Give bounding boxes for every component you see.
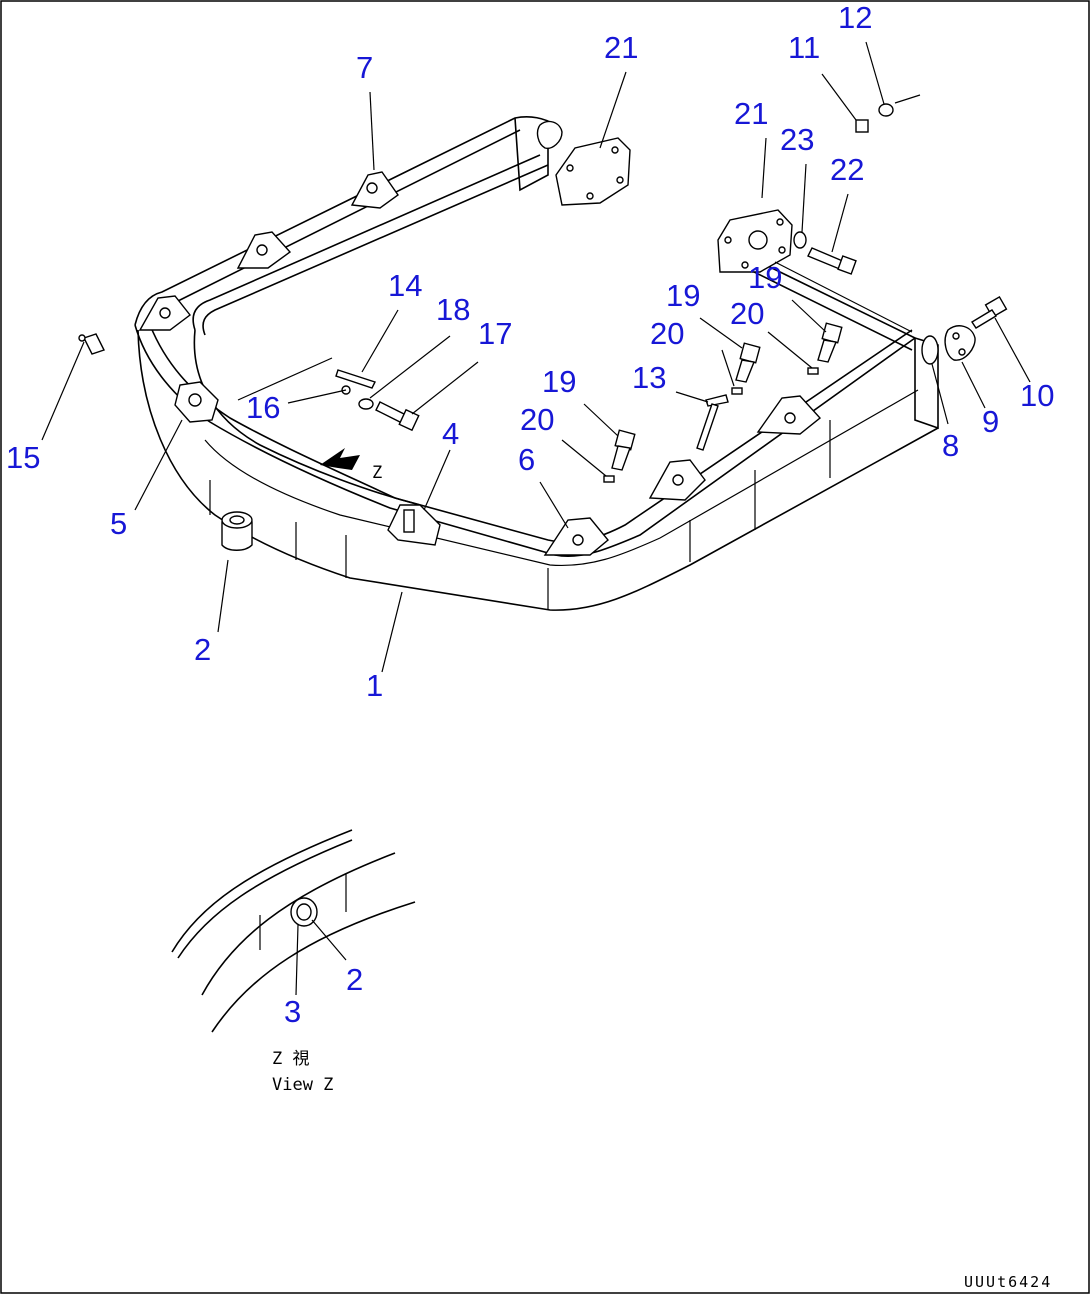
nut-part-11 [855, 119, 869, 133]
callout-20-c: 20 [730, 296, 764, 331]
bracket-mid-right [648, 459, 706, 501]
callout-13: 13 [632, 360, 666, 395]
bolt-part-19-b [735, 342, 761, 383]
main-frame-drawing [134, 116, 939, 611]
callout-16: 16 [246, 390, 280, 425]
callout-19-b: 19 [666, 278, 700, 313]
bracket-right [756, 395, 822, 435]
callout-9: 9 [982, 404, 999, 439]
callout-3: 3 [284, 994, 301, 1029]
bracket-part-6 [543, 517, 609, 556]
callout-5: 5 [110, 506, 127, 541]
pin-part-13 [696, 394, 729, 451]
callout-4: 4 [442, 416, 459, 451]
drawing-code: UUUt6424 [964, 1273, 1052, 1291]
washer-part-20-b [731, 387, 743, 395]
callout-19-c: 19 [748, 260, 782, 295]
bracket-part-7-group [138, 171, 399, 331]
callout-6: 6 [518, 442, 535, 477]
view-z-boss [290, 897, 318, 927]
callout-15: 15 [6, 440, 40, 475]
washer-part-20-c [807, 367, 819, 375]
callout-2-view-z: 2 [346, 962, 363, 997]
callout-12: 12 [838, 0, 872, 35]
fitting-part-15 [78, 333, 105, 355]
bolt-part-19-c [817, 322, 843, 363]
washer-part-18 [358, 398, 374, 410]
cover-part-21-right [717, 209, 793, 273]
callout-10: 10 [1020, 378, 1054, 413]
callout-labels: 1 2 4 5 6 7 8 9 10 11 12 13 14 15 16 17 … [6, 0, 1054, 703]
plate-part-9 [944, 325, 976, 361]
callout-19-a: 19 [542, 364, 576, 399]
callout-22: 22 [830, 152, 864, 187]
leader-lines [41, 41, 1031, 673]
view-z-detail: 2 3 Z 視 View Z [171, 829, 416, 1095]
washer-part-20-a [603, 475, 615, 483]
callout-18: 18 [436, 292, 470, 327]
view-z-label-en: View Z [272, 1075, 333, 1095]
callout-14: 14 [388, 268, 422, 303]
callout-23: 23 [780, 122, 814, 157]
callout-2: 2 [194, 632, 211, 667]
callout-21-a: 21 [604, 30, 638, 65]
callout-7: 7 [356, 50, 373, 85]
bolt-part-22 [807, 247, 857, 275]
washer-part-23 [793, 231, 807, 249]
view-z-label-jp: Z 視 [272, 1049, 309, 1069]
callout-20-b: 20 [650, 316, 684, 351]
callout-11: 11 [788, 30, 820, 65]
callout-21-b: 21 [734, 96, 768, 131]
washer-part-12 [878, 103, 894, 117]
view-z-arrow: Z [320, 448, 382, 483]
bracket-part-5 [174, 381, 219, 423]
callout-17: 17 [478, 316, 512, 351]
callout-8: 8 [942, 428, 959, 463]
boss-part-2 [221, 511, 253, 551]
ring-part-8 [921, 335, 939, 365]
bolt-part-19-a [611, 429, 636, 471]
view-z-marker: Z [372, 463, 382, 483]
pin-part-14 [335, 369, 376, 389]
cover-part-21-left [536, 120, 631, 206]
callout-20-a: 20 [520, 402, 554, 437]
bolt-part-10 [971, 295, 1008, 329]
callout-1: 1 [366, 668, 383, 703]
bolt-part-17 [375, 401, 420, 432]
bracket-part-4 [387, 504, 441, 546]
